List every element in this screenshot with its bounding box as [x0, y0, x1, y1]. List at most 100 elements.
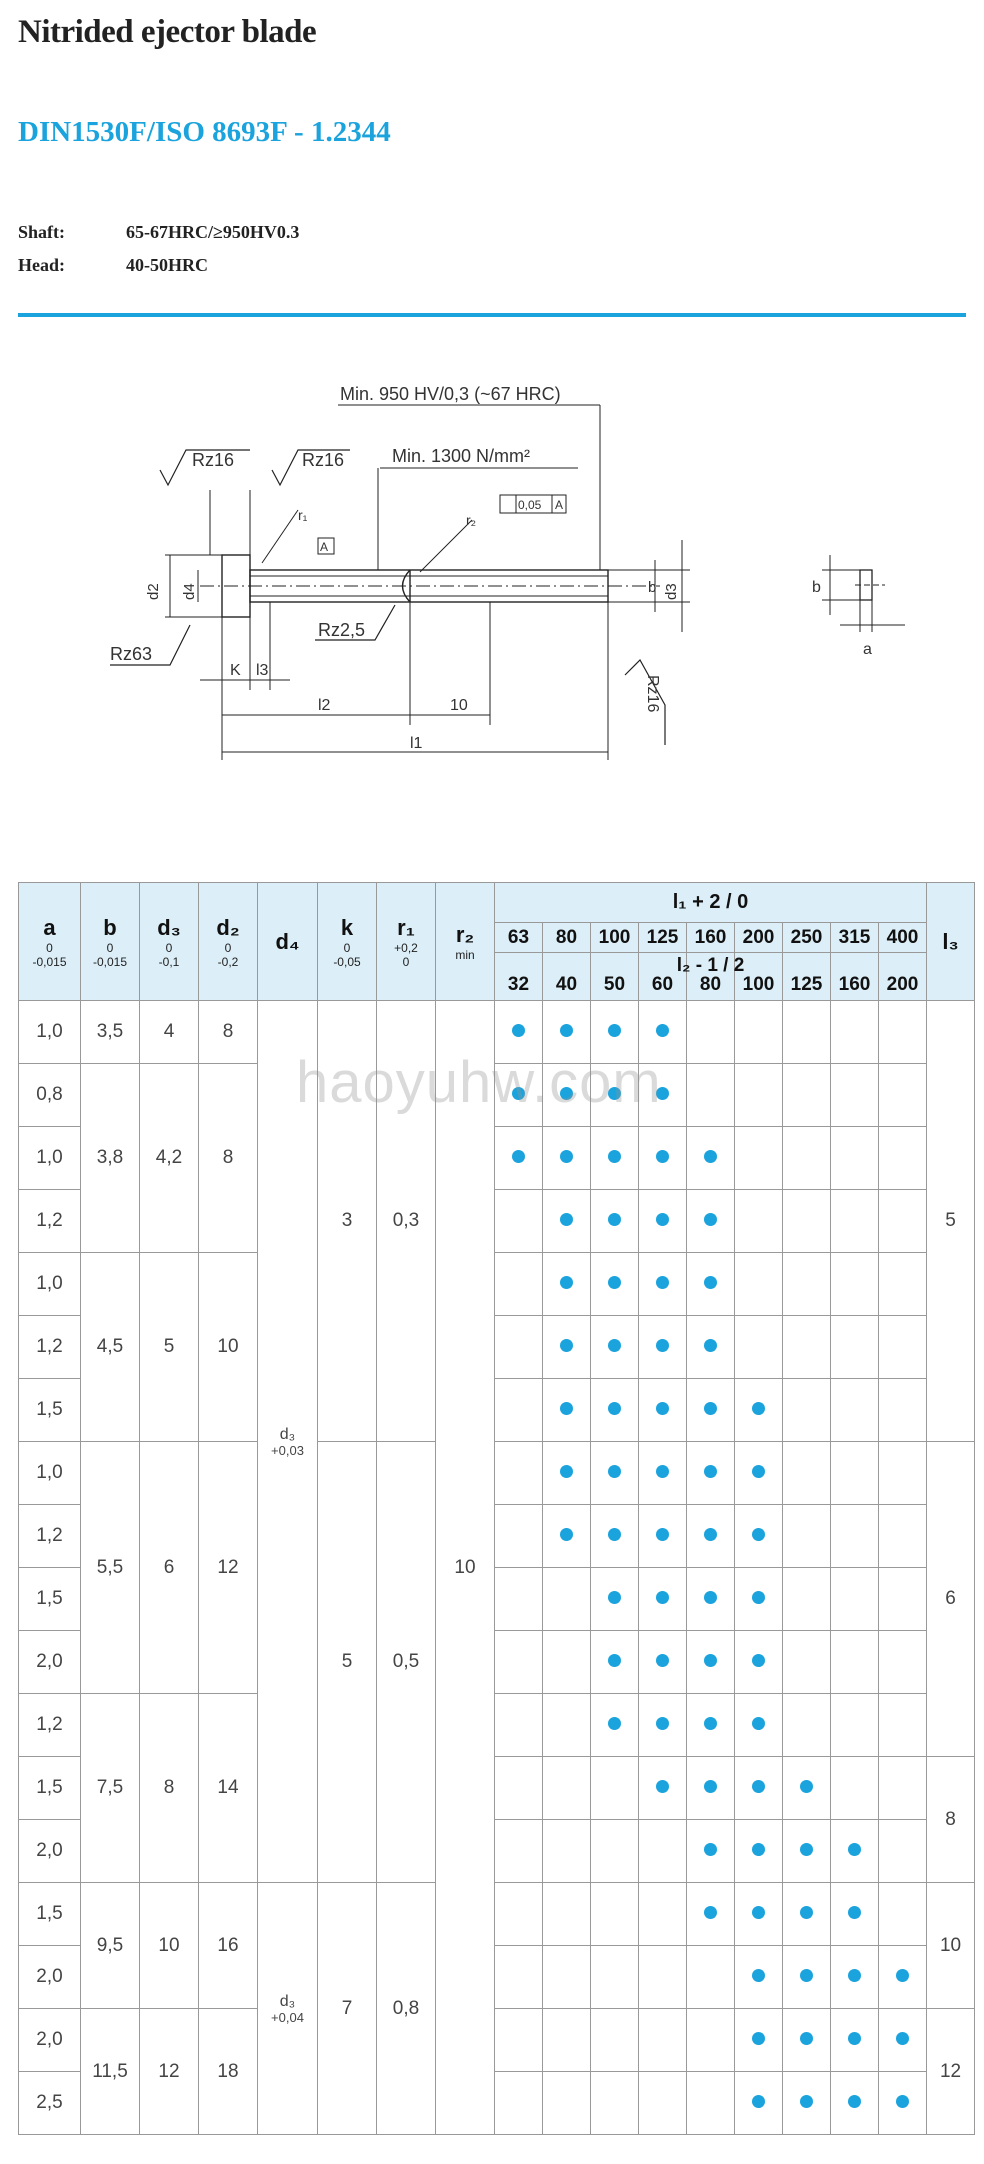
cell-a: 2,0	[18, 1630, 81, 1694]
availability-cell	[686, 1945, 735, 2009]
availability-cell	[590, 1378, 639, 1442]
availability-cell	[494, 1504, 543, 1568]
availability-dot	[752, 1843, 765, 1856]
availability-cell	[830, 1945, 879, 2009]
page-title: Nitrided ejector blade	[18, 14, 317, 50]
availability-cell	[734, 1693, 783, 1757]
cell-a: 2,0	[18, 1819, 81, 1883]
cell-d4-tolerance: +0,04	[271, 2009, 304, 2025]
availability-cell	[686, 1000, 735, 1064]
availability-cell	[734, 1756, 783, 1820]
availability-dot	[848, 2032, 861, 2045]
availability-dot	[656, 1402, 669, 1415]
availability-cell	[734, 1945, 783, 2009]
availability-cell	[590, 1945, 639, 2009]
availability-cell	[877, 1819, 928, 1883]
availability-cell	[494, 1630, 543, 1694]
availability-cell	[830, 1126, 879, 1190]
cell-d3: 10	[139, 1882, 199, 2009]
availability-cell	[734, 1819, 783, 1883]
availability-dot	[608, 1654, 621, 1667]
availability-dot	[560, 1465, 573, 1478]
availability-dot	[656, 1654, 669, 1667]
availability-cell	[782, 2071, 831, 2135]
standard-subtitle: DIN1530F/ISO 8693F - 1.2344	[18, 116, 391, 148]
availability-cell	[638, 1882, 687, 1946]
cell-d2: 12	[198, 1441, 258, 1694]
availability-cell	[494, 1378, 543, 1442]
cell-d4-tolerance: +0,03	[271, 1442, 304, 1458]
availability-cell	[638, 1063, 687, 1127]
availability-cell	[638, 1315, 687, 1379]
availability-cell	[590, 2071, 639, 2135]
availability-cell	[782, 1819, 831, 1883]
availability-dot	[704, 1780, 717, 1793]
availability-cell	[877, 1378, 928, 1442]
availability-cell	[734, 1315, 783, 1379]
cell-a: 2,0	[18, 2008, 81, 2072]
header-l2-value: 200	[877, 952, 928, 1001]
availability-dot	[656, 1339, 669, 1352]
availability-dot	[704, 1213, 717, 1226]
availability-dot	[560, 1276, 573, 1289]
availability-cell	[686, 1882, 735, 1946]
availability-dot	[752, 1717, 765, 1730]
availability-cell	[782, 2008, 831, 2072]
availability-cell	[830, 1882, 879, 1946]
r1-label: r₁	[298, 507, 308, 523]
availability-cell	[542, 1315, 591, 1379]
availability-dot	[752, 2095, 765, 2108]
availability-dot	[656, 1528, 669, 1541]
side-a-label: a	[863, 641, 872, 658]
table-row: 1,2	[18, 1504, 975, 1568]
availability-cell	[734, 1882, 783, 1946]
availability-cell	[542, 1693, 591, 1757]
header-l1-value: 400	[877, 922, 928, 953]
availability-cell	[542, 1252, 591, 1316]
availability-dot	[848, 1906, 861, 1919]
availability-cell	[542, 1819, 591, 1883]
availability-dot	[608, 1339, 621, 1352]
header-l2-value: 100	[734, 952, 783, 1001]
cell-k: 3	[317, 1000, 377, 1442]
availability-cell	[782, 1000, 831, 1064]
availability-dot	[656, 1024, 669, 1037]
availability-cell	[494, 1945, 543, 2009]
availability-dot	[752, 1465, 765, 1478]
availability-cell	[830, 1819, 879, 1883]
availability-cell	[686, 1315, 735, 1379]
availability-dot	[608, 1528, 621, 1541]
availability-cell	[877, 1882, 928, 1946]
availability-dot	[752, 2032, 765, 2045]
header-l1-value: 80	[542, 922, 591, 953]
cell-a: 1,0	[18, 1252, 81, 1316]
availability-cell	[686, 1126, 735, 1190]
availability-cell	[734, 1126, 783, 1190]
k-label: K	[230, 662, 241, 679]
table-row: 2,0	[18, 1630, 975, 1694]
technical-drawing: Min. 950 HV/0,3 (~67 HRC) Min. 1300 N/mm…	[110, 384, 905, 760]
availability-cell	[686, 1378, 735, 1442]
cell-d2: 8	[198, 1063, 258, 1253]
availability-cell	[590, 1441, 639, 1505]
availability-dot	[704, 1465, 717, 1478]
availability-cell	[877, 1189, 928, 1253]
cell-d4-label: d₃	[279, 1992, 296, 2010]
availability-cell	[830, 1693, 879, 1757]
availability-cell	[638, 1819, 687, 1883]
tolerance-value: 0,05	[518, 498, 542, 512]
availability-cell	[734, 1567, 783, 1631]
cell-b: 3,8	[80, 1063, 140, 1253]
table-row: 2,5	[18, 2071, 975, 2135]
cell-d4: d₃+0,04	[257, 1882, 318, 2135]
spec-head-label: Head:	[18, 255, 65, 275]
availability-dot	[848, 1843, 861, 1856]
availability-cell	[590, 1693, 639, 1757]
cell-a: 1,2	[18, 1189, 81, 1253]
availability-cell	[542, 1441, 591, 1505]
d4-label: d4	[181, 583, 198, 600]
